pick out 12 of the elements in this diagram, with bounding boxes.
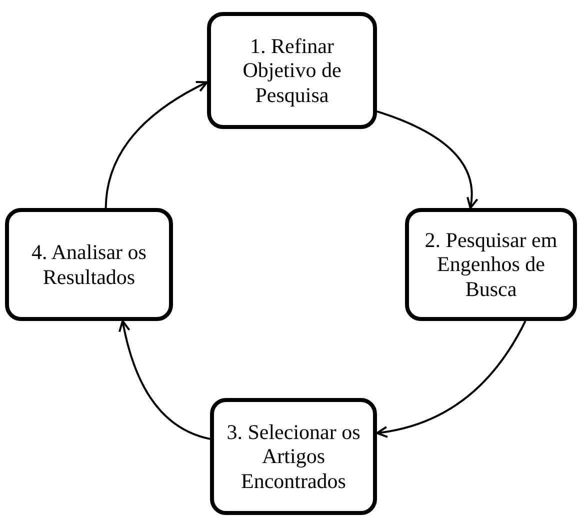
process-box — [210, 398, 377, 515]
curved-arrow — [104, 81, 208, 208]
step-label: 3. Selecionar os Artigos Encontrados — [226, 420, 362, 493]
process-box — [405, 208, 577, 321]
curved-arrow — [118, 320, 210, 440]
step-label: 1. Refinar Objetivo de Pesquisa — [242, 34, 342, 107]
curved-arrow — [376, 110, 478, 209]
process-box — [5, 208, 173, 321]
process-box — [207, 12, 377, 129]
step-label: 4. Analisar os Resultados — [30, 240, 148, 289]
curved-arrow — [376, 320, 526, 438]
step-label: 2. Pesquisar em Engenhos de Busca — [424, 228, 558, 301]
